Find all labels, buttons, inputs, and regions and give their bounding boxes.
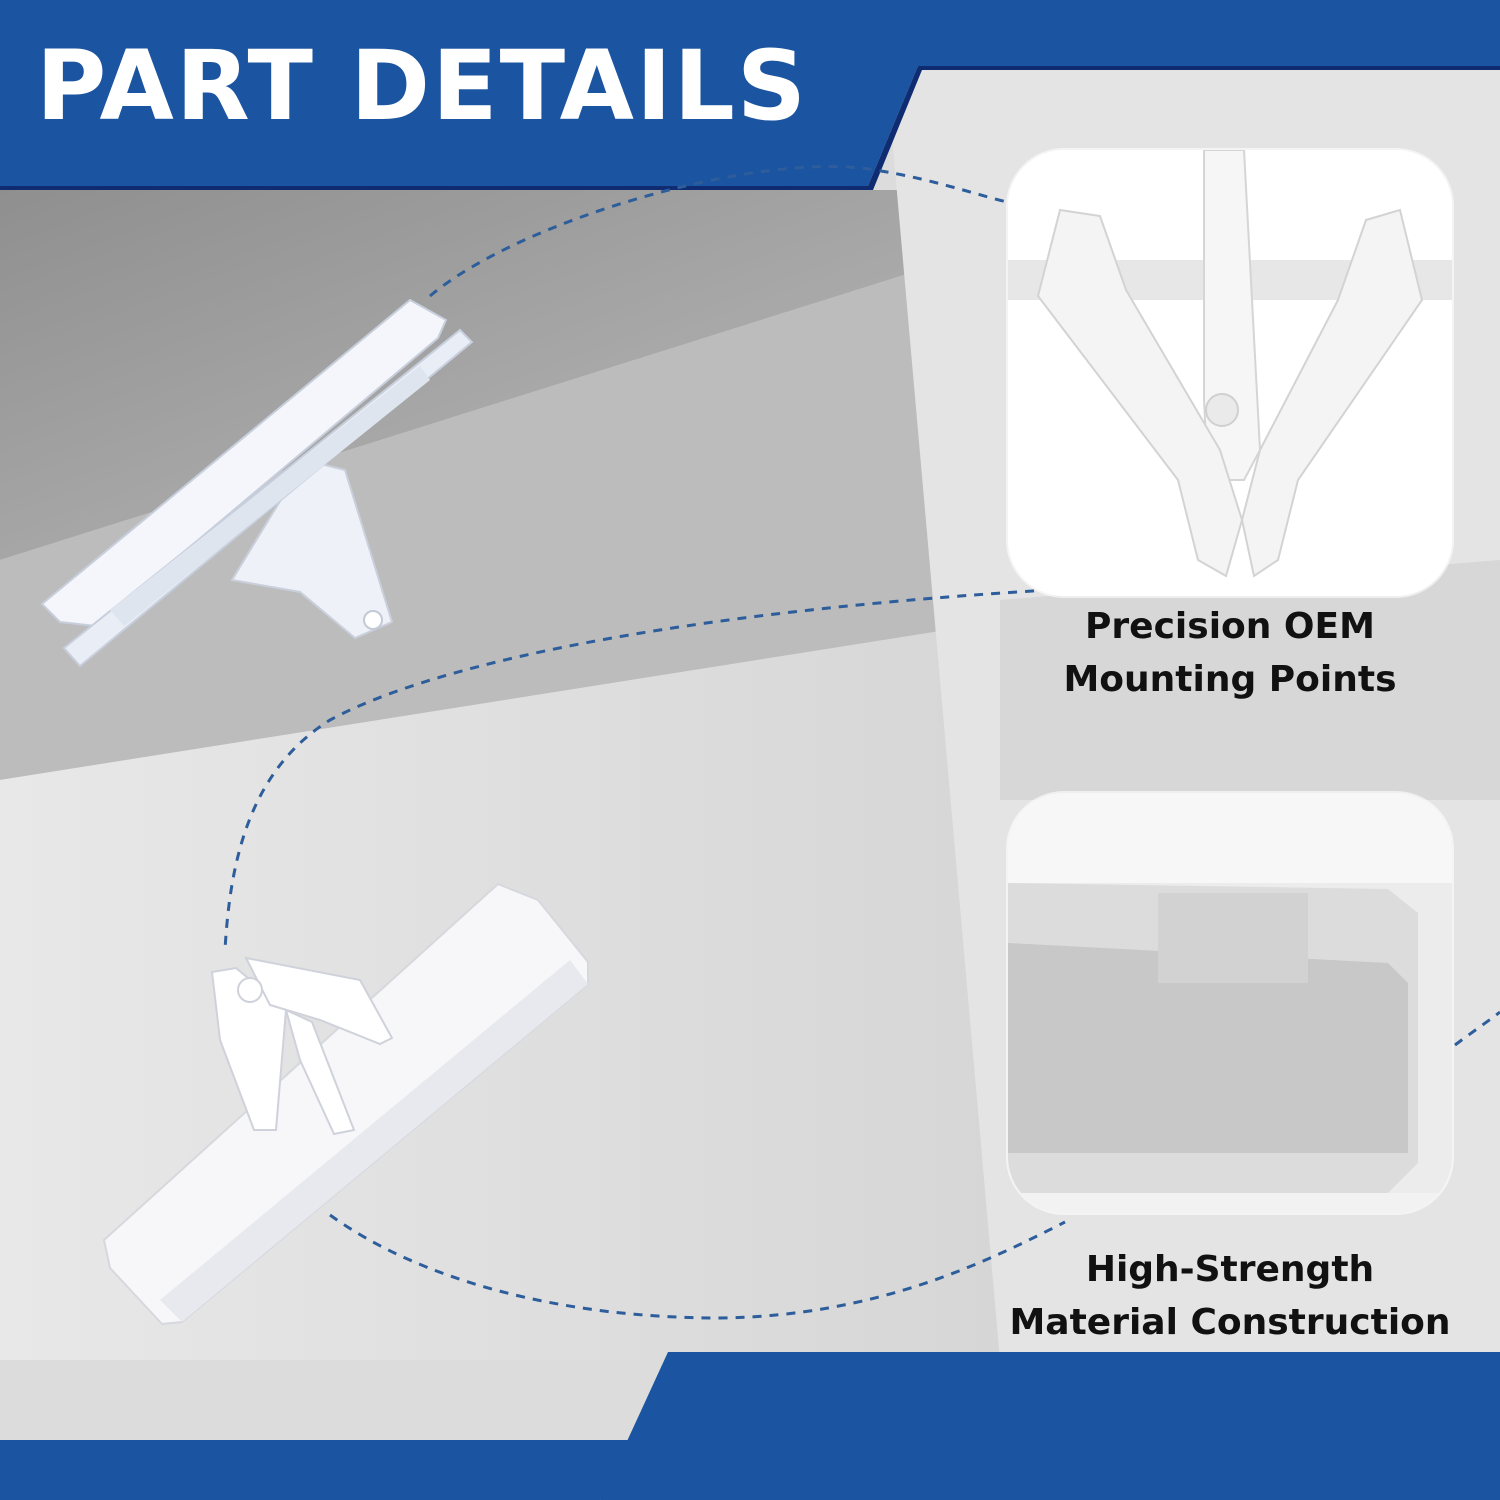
bg-right-band (1000, 560, 1500, 800)
connector-middle (223, 586, 1086, 951)
connector-bottom (329, 1213, 1066, 1320)
connector-right (1454, 1010, 1500, 1047)
feature-caption-mounting-points: Precision OEM Mounting Points (1030, 600, 1430, 706)
material-closeup-icon (1008, 793, 1452, 1213)
caption-line-1: High-Strength (1085, 1249, 1375, 1290)
push-rivet-clip-icon (40, 298, 474, 668)
detail-card-material (1008, 793, 1452, 1213)
trim-panel-clip-icon (102, 882, 589, 1326)
mounting-point-closeup-icon (1008, 150, 1452, 596)
caption-line-2: Material Construction (1009, 1302, 1451, 1343)
caption-line-1: Precision OEM (1085, 606, 1375, 647)
feature-caption-material: High-Strength Material Construction (985, 1243, 1475, 1349)
detail-card-mounting-points (1008, 150, 1452, 596)
header-banner (0, 0, 1500, 186)
connector-top (429, 165, 1023, 298)
caption-line-2: Mounting Points (1063, 659, 1397, 700)
bg-mid-wedge (0, 270, 1010, 780)
footer-banner-left (0, 1440, 640, 1500)
footer-banner (600, 1352, 1500, 1500)
page-title: PART DETAILS (36, 30, 808, 142)
connector-lines (223, 165, 1500, 1320)
